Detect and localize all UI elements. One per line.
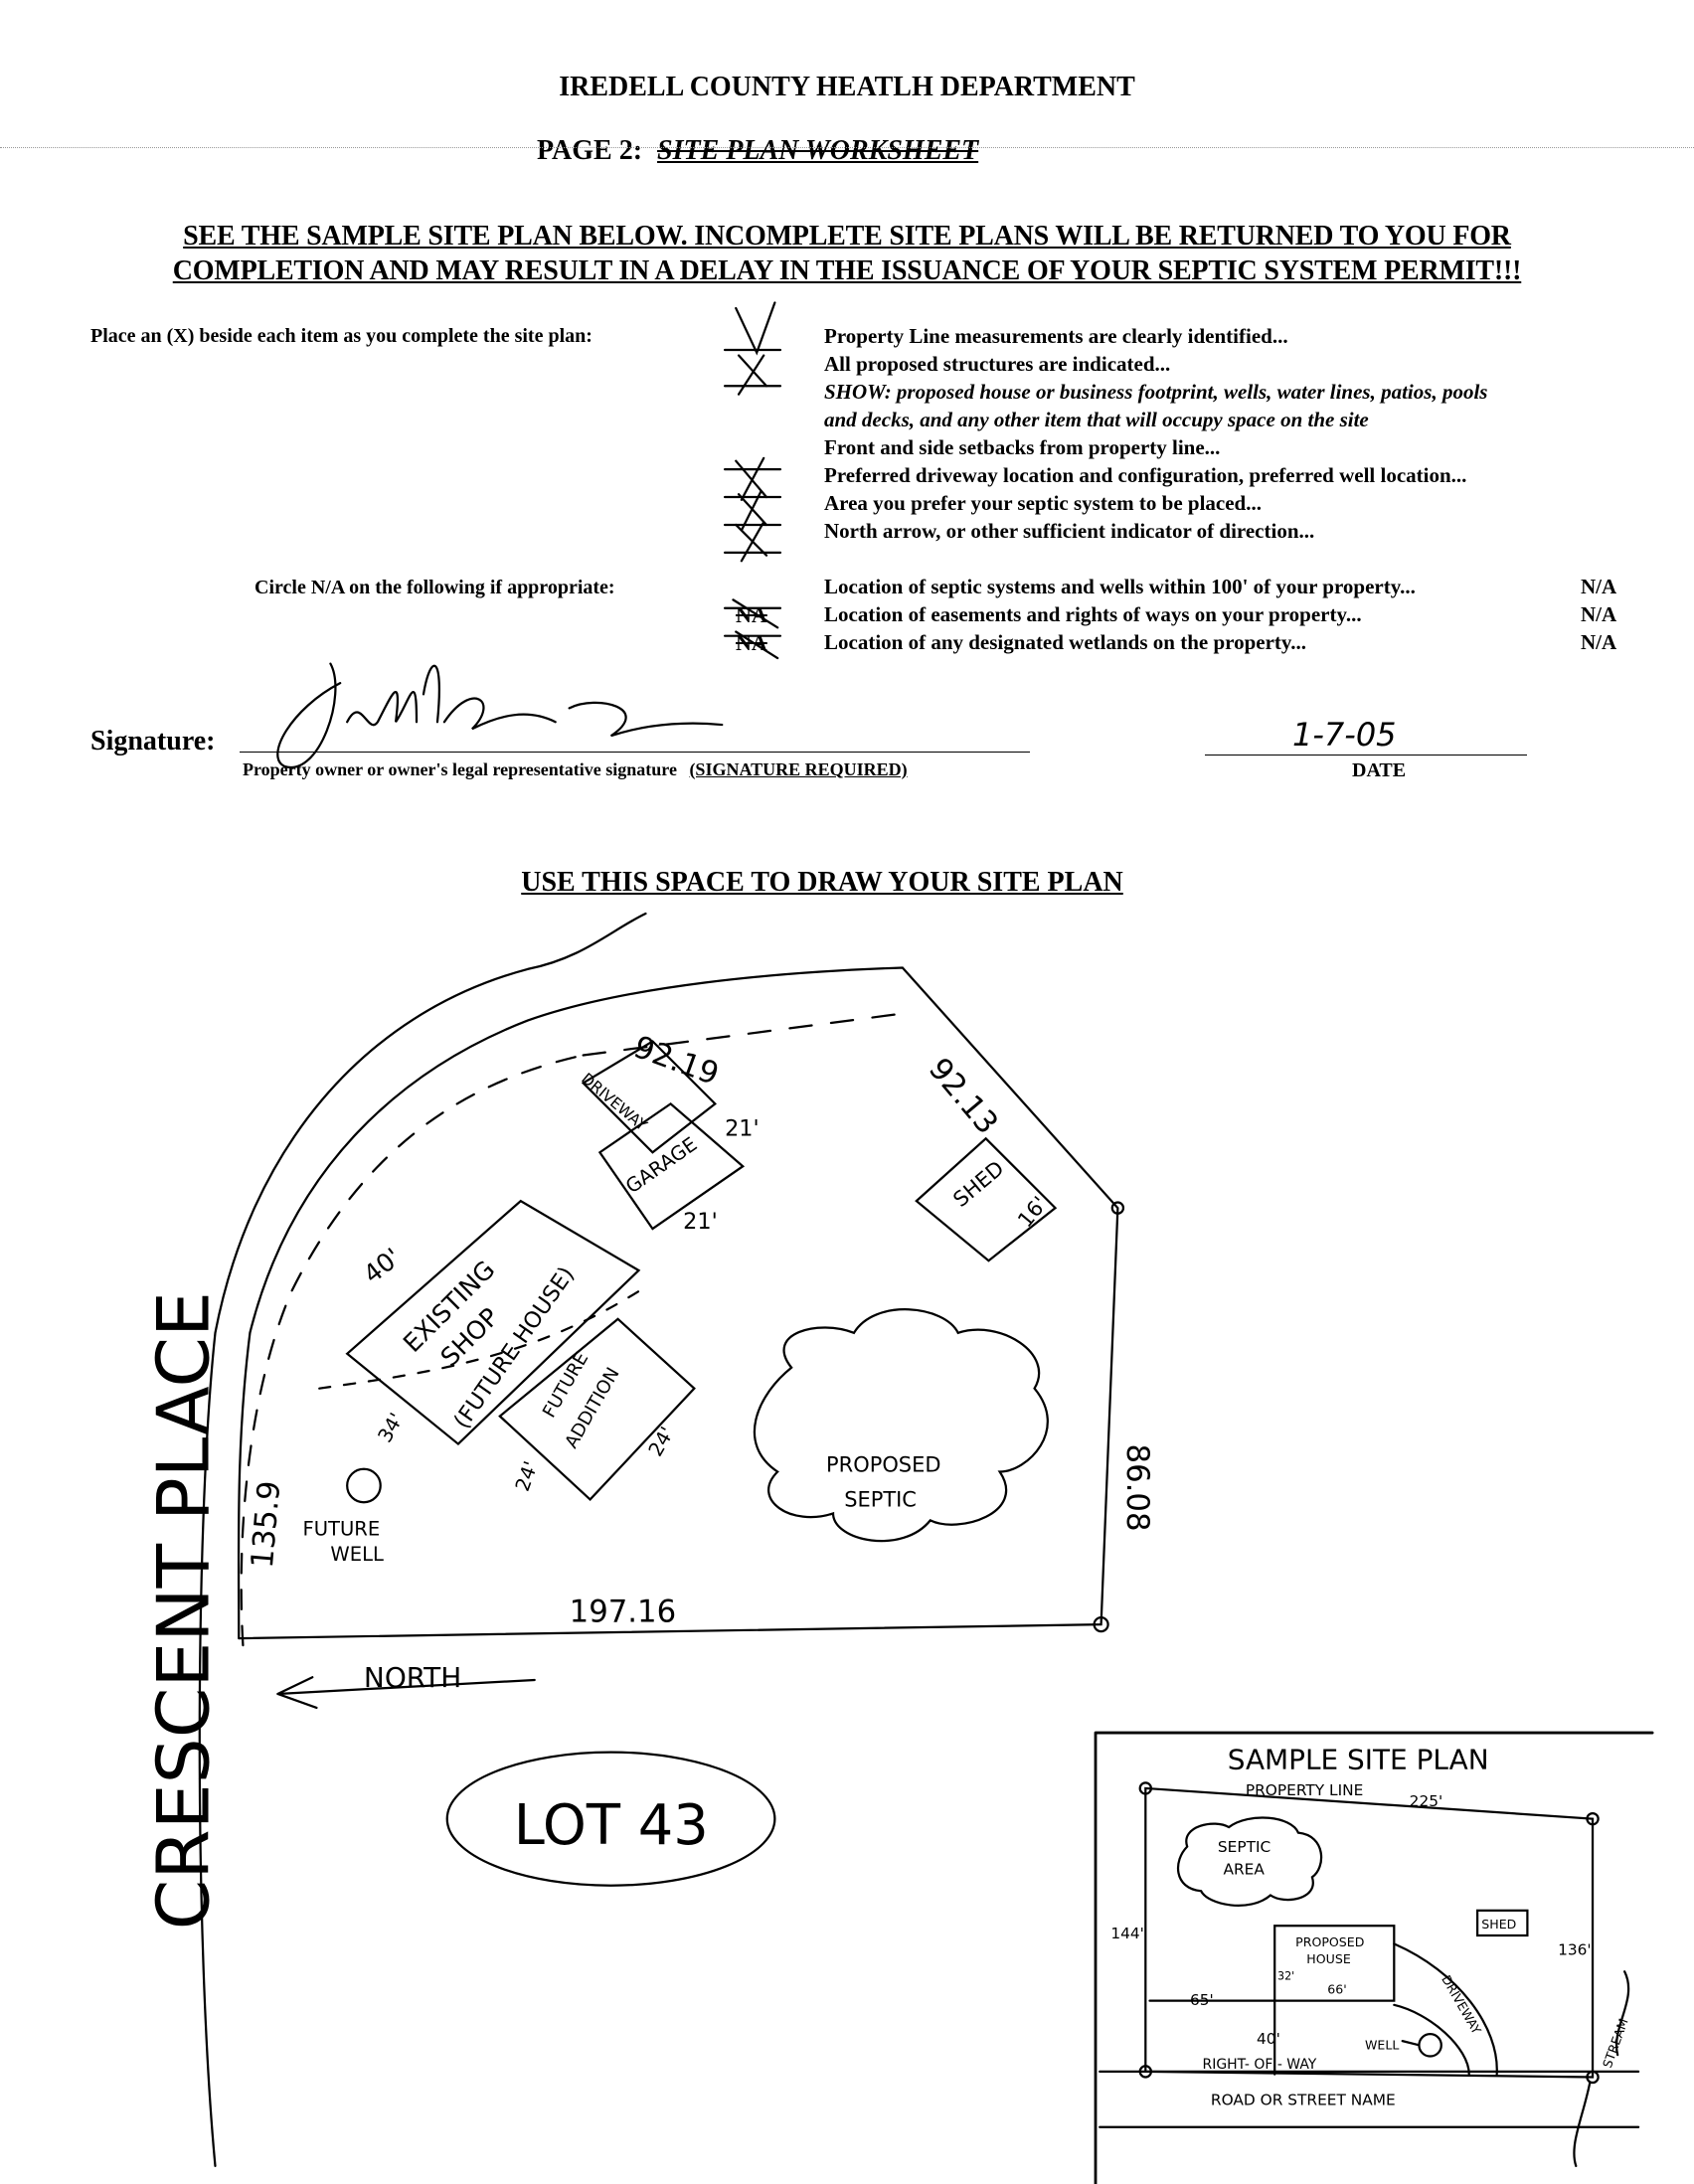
signature-required: (SIGNATURE REQUIRED) (689, 759, 908, 779)
driveway (581, 1040, 717, 1154)
shop-width: 34' (373, 1409, 408, 1446)
dim-right: 86.08 (1119, 1444, 1155, 1532)
shop-length: 40' (358, 1243, 407, 1289)
sample-left-dim: 144' (1110, 1925, 1144, 1942)
divider (0, 147, 1694, 148)
lot-ellipse (445, 1751, 776, 1887)
checklist-item: Preferred driveway location and configur… (824, 463, 1467, 487)
date-value: 1-7-05 (1292, 716, 1397, 754)
na-option: N/A (1581, 575, 1617, 598)
sample-row: RIGHT- OF - WAY (1203, 2057, 1317, 2073)
existing-shop (345, 1199, 641, 1446)
sample-setback-front: 40' (1257, 2030, 1280, 2048)
septic-label: SEPTIC (844, 1487, 917, 1511)
septic-cloud (753, 1308, 1049, 1543)
na-option: N/A (1581, 602, 1617, 626)
signature-label: Signature: (90, 726, 216, 756)
future-well (346, 1467, 382, 1504)
sample-site-plan (1094, 1731, 1654, 2184)
sample-labels: SAMPLE SITE PLAN PROPERTY LINE 225' SEPT… (1110, 1743, 1630, 2108)
department-title: IREDELL COUNTY HEATLH DEPARTMENT (559, 72, 1135, 102)
garage-height: 21' (683, 1209, 718, 1235)
sample-driveway: DRIVEWAY (1439, 1972, 1484, 2037)
property-boundary (237, 966, 1119, 1640)
road-edge (198, 912, 647, 2167)
site-plan-heading: USE THIS SPACE TO DRAW YOUR SITE PLAN (521, 867, 1123, 898)
well-label: FUTURE (302, 1518, 380, 1541)
checklist-item: and decks, and any other item that will … (824, 408, 1369, 431)
checklist-item: North arrow, or other sufficient indicat… (824, 519, 1315, 543)
checklist-item: All proposed structures are indicated... (824, 352, 1171, 376)
warning-line-1: SEE THE SAMPLE SITE PLAN BELOW. INCOMPLE… (183, 221, 1511, 252)
na-mark: NA (736, 602, 767, 627)
lot-label: LOT 43 (514, 1793, 709, 1858)
check-x-icon (735, 301, 776, 396)
check-marks (723, 301, 782, 660)
checklist-item: Front and side setbacks from property li… (824, 435, 1221, 459)
na-item: Location of any designated wetlands on t… (824, 630, 1306, 654)
sample-top-dim: 225' (1410, 1792, 1443, 1810)
garage (597, 1101, 746, 1231)
north-arrow-icon (276, 1676, 536, 1710)
sample-stream: STREAM (1600, 2016, 1631, 2070)
dim-left: 135.9 (245, 1479, 288, 1570)
sample-house-w: 66' (1327, 1982, 1346, 1997)
sample-house: HOUSE (1306, 1951, 1351, 1966)
driveway-label: DRIVEWAY (578, 1070, 651, 1135)
sample-setback-side: 65' (1190, 1991, 1214, 2009)
signature-caption: Property owner or owner's legal represen… (243, 759, 908, 780)
date-line (1205, 755, 1527, 756)
date-label: DATE (1352, 759, 1407, 781)
garage-label: GARAGE (621, 1132, 701, 1198)
page-label: PAGE 2: SITE PLAN WORKSHEET (537, 135, 978, 167)
addition-height: 24' (644, 1423, 679, 1460)
sample-property-line: PROPERTY LINE (1246, 1781, 1363, 1799)
na-instruction: Circle N/A on the following if appropria… (254, 577, 615, 598)
garage-width: 21' (725, 1115, 760, 1141)
sample-house: PROPOSED (1295, 1934, 1364, 1949)
sample-well: WELL (1365, 2038, 1399, 2053)
sample-house-h: 32' (1277, 1970, 1294, 1983)
sample-right-dim: 136' (1558, 1941, 1592, 1959)
shed (915, 1136, 1058, 1262)
strike-icon (732, 598, 779, 660)
na-item: Location of septic systems and wells wit… (824, 575, 1416, 598)
north-label: NORTH (364, 1661, 461, 1694)
page-subtitle: SITE PLAN WORKSHEET (657, 135, 979, 166)
checklist-item: SHOW: proposed house or business footpri… (824, 380, 1488, 404)
dim-top-right: 92.13 (922, 1051, 1005, 1141)
future-addition (498, 1317, 696, 1502)
well-label: WELL (330, 1543, 384, 1566)
na-item: Location of easements and rights of ways… (824, 602, 1362, 626)
road-label: CRESCENT PLACE (143, 1291, 227, 1930)
sample-septic: SEPTIC (1218, 1838, 1270, 1856)
sample-road: ROAD OR STREET NAME (1211, 2091, 1396, 2108)
warning-line-2: COMPLETION AND MAY RESULT IN A DELAY IN … (172, 255, 1522, 286)
addition-width: 24' (511, 1458, 543, 1494)
site-plan-drawing (198, 912, 1125, 2167)
checklist-instruction: Place an (X) beside each item as you com… (90, 325, 593, 347)
septic-label: PROPOSED (826, 1452, 940, 1476)
sample-title: SAMPLE SITE PLAN (1228, 1743, 1489, 1775)
na-option: N/A (1581, 630, 1617, 654)
page-number: PAGE 2: (537, 135, 643, 166)
signature-line (240, 752, 1030, 753)
checklist-item: Property Line measurements are clearly i… (824, 324, 1288, 348)
sample-septic: AREA (1224, 1861, 1266, 1879)
check-x-icon (735, 456, 768, 563)
signature-image (276, 662, 724, 769)
sample-shed: SHED (1481, 1917, 1516, 1932)
signature-caption-text: Property owner or owner's legal represen… (243, 759, 677, 779)
checklist-item: Area you prefer your septic system to be… (824, 491, 1262, 515)
dim-bottom: 197.16 (570, 1594, 677, 1629)
